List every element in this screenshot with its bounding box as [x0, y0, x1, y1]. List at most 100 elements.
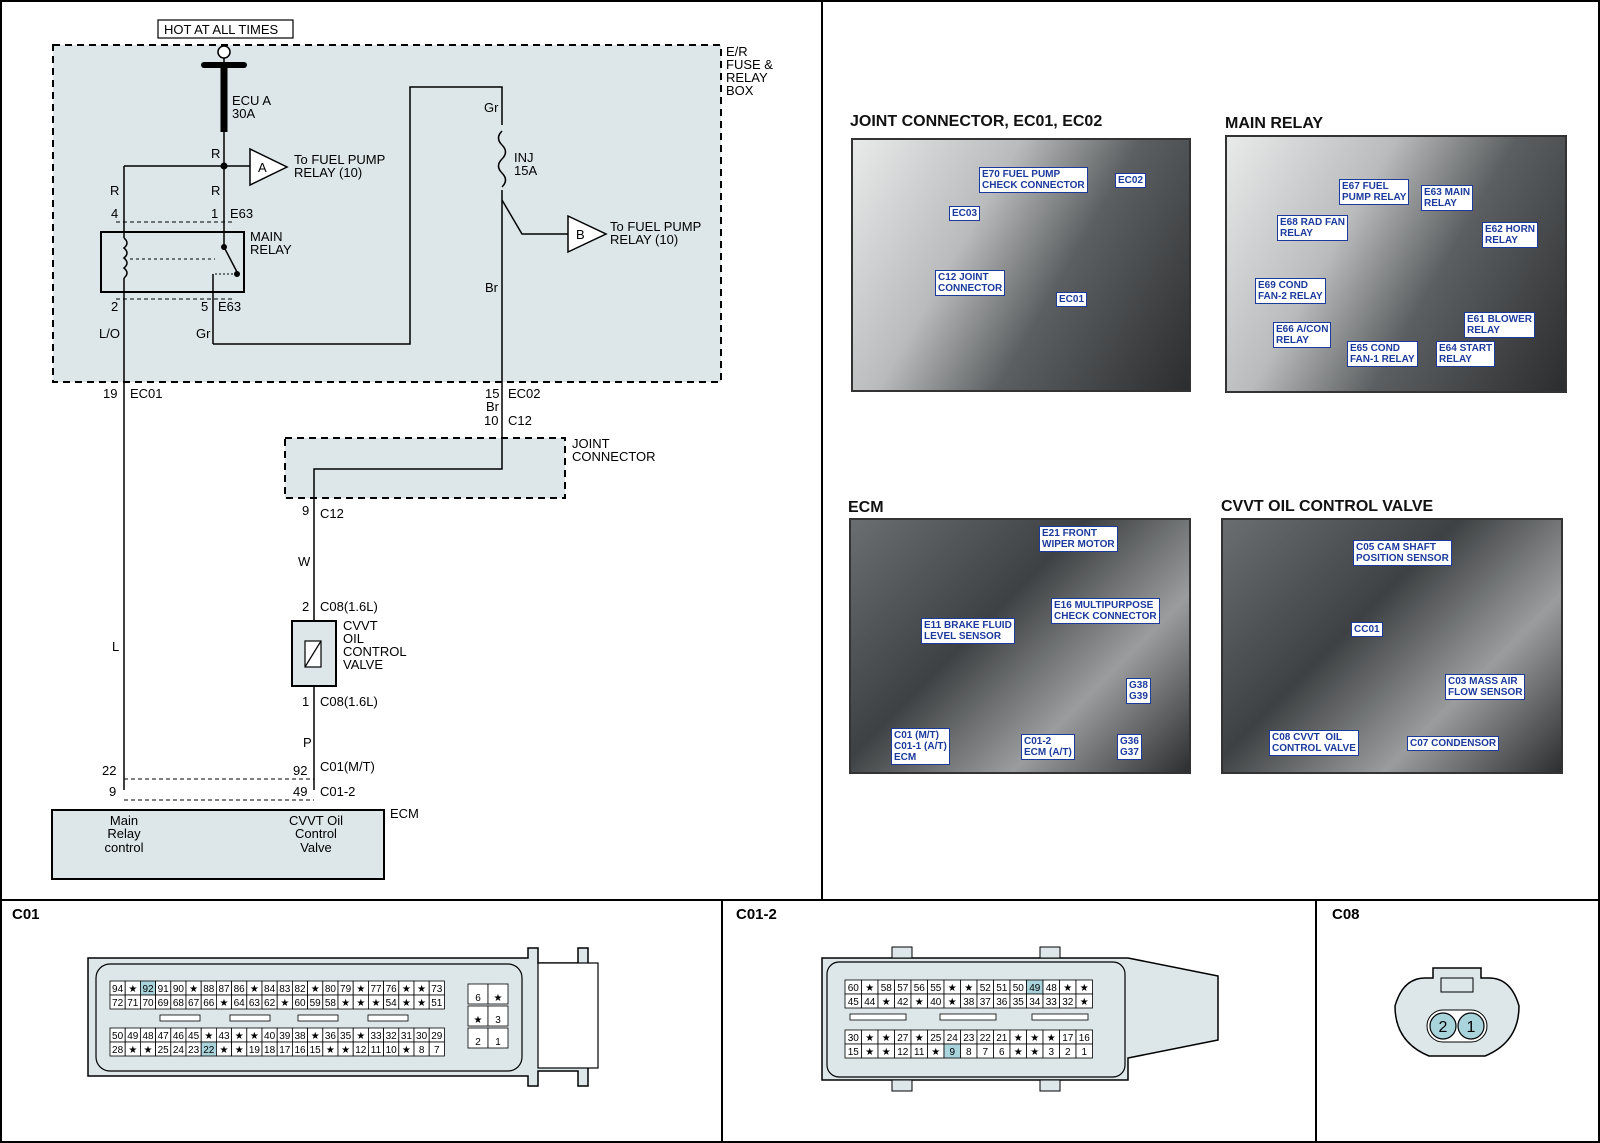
wire-lo: L/O: [99, 326, 120, 341]
c01-side-pin: 3: [495, 1015, 501, 1026]
c01-pin: ★: [356, 998, 365, 1009]
c012-pin: 52: [980, 983, 992, 994]
c01-pin: ★: [144, 1045, 153, 1056]
relay-pin-2: 2: [111, 299, 118, 314]
joint-connector-box: [284, 437, 566, 499]
ecm-conn-c012: C01-2: [320, 784, 355, 799]
c08-pin-1: 1: [1467, 1019, 1476, 1036]
c01-pin: 11: [371, 1045, 382, 1056]
c01-pin: 63: [249, 998, 261, 1009]
c012-pin: ★: [882, 1033, 891, 1044]
c01-pin: 69: [158, 998, 170, 1009]
c01-pin: ★: [402, 984, 411, 995]
c01-pin: 38: [294, 1031, 306, 1042]
c012-pin: 33: [1046, 997, 1058, 1008]
hot-label-box: [157, 19, 294, 39]
ecm-right-1: CVVT Oil: [289, 813, 343, 828]
relay-conn-bot: E63: [218, 299, 241, 314]
c01-pin: 86: [234, 984, 246, 995]
wire-br1: Br: [485, 280, 499, 295]
c01-pin: ★: [204, 1031, 213, 1042]
c01-pin: 64: [234, 998, 246, 1009]
c08-top-name: C08(1.6L): [320, 599, 378, 614]
c01-pin: 80: [325, 984, 337, 995]
c012-pin: ★: [1014, 1047, 1023, 1058]
to-fuel-pump-a-marker: [249, 147, 289, 187]
photo-ecm: E21 FRONT WIPER MOTOR E16 MULTIPURPOSE C…: [849, 518, 1191, 774]
c01-pin: ★: [402, 1045, 411, 1056]
inj-fuse-name: INJ: [514, 150, 534, 165]
c012-pin: ★: [865, 1033, 874, 1044]
fuse-relay-box: [52, 44, 722, 383]
ecm-conn-c01: C01(M/T): [320, 759, 375, 774]
c012-pin: 49: [1029, 983, 1041, 994]
ecm-left-2: Relay: [107, 826, 141, 841]
c012-pin: 40: [930, 997, 942, 1008]
c01-side-pin: ★: [474, 1015, 483, 1026]
c01-pin: 31: [401, 1031, 413, 1042]
c01-pin: ★: [311, 984, 320, 995]
c01-pin: 76: [386, 984, 398, 995]
tag-e21: E21 FRONT WIPER MOTOR: [1039, 526, 1118, 552]
c01-pin: 19: [249, 1045, 261, 1056]
tag-e70: E70 FUEL PUMP CHECK CONNECTOR: [979, 167, 1088, 193]
tag-c12: C12 JOINT CONNECTOR: [935, 270, 1006, 296]
c012-pin: 45: [848, 997, 860, 1008]
photo-ecm-title: ECM: [848, 499, 884, 516]
tag-c05: C05 CAM SHAFT POSITION SENSOR: [1353, 540, 1452, 566]
inj-fuse-rating: 15A: [514, 163, 537, 178]
ecu-fuse-name: ECU A: [232, 93, 271, 108]
c01-pin: ★: [356, 1031, 365, 1042]
c012-key-slot: [1031, 1013, 1089, 1021]
c01-pin: ★: [417, 998, 426, 1009]
c012-pin: ★: [1063, 983, 1072, 994]
c012-pin: ★: [931, 1047, 940, 1058]
c012-pin: 16: [1079, 1033, 1091, 1044]
cvvt-line1: CVVT: [343, 618, 378, 633]
photo-joint: E70 FUEL PUMP CHECK CONNECTOR EC02 EC03 …: [851, 138, 1191, 392]
c12-bot-name: C12: [320, 506, 344, 521]
tag-e63: E63 MAIN RELAY: [1421, 185, 1474, 211]
c01-pin: 43: [218, 1031, 230, 1042]
c012-pin: ★: [882, 997, 891, 1008]
relay-coil: [122, 237, 128, 279]
c01-pin: 83: [279, 984, 291, 995]
c012-pin: 17: [1062, 1033, 1074, 1044]
c01-pin: 58: [325, 998, 337, 1009]
c012-pin: 37: [980, 997, 992, 1008]
joint-line1: JOINT: [572, 436, 610, 451]
c012-pin: ★: [948, 997, 957, 1008]
c012-pin: 21: [996, 1033, 1008, 1044]
c01-pin: 16: [294, 1045, 306, 1056]
c012-title: C01-2: [736, 906, 777, 923]
c01-pin: 22: [203, 1045, 215, 1056]
c01-key-slot: [297, 1014, 339, 1022]
c01-pin: 40: [264, 1031, 276, 1042]
tag-c07: C07 CONDENSOR: [1407, 736, 1500, 751]
tag-ec03: EC03: [949, 206, 981, 221]
c01-pin: ★: [417, 984, 426, 995]
c012-pin: 25: [930, 1033, 942, 1044]
c01-pin: ★: [356, 984, 365, 995]
relay-pin-4: 4: [111, 206, 118, 221]
c012-pin: ★: [1080, 983, 1089, 994]
ecm-left-1: Main: [110, 813, 138, 828]
c01-pin: 62: [264, 998, 276, 1009]
c012-pin-cell: [1075, 1043, 1093, 1059]
c01-pin: ★: [235, 1045, 244, 1056]
c01-pin: ★: [341, 998, 350, 1009]
ecm-left-3: control: [104, 840, 143, 855]
c01-pin: 39: [279, 1031, 291, 1042]
relay-pin-1: 1: [211, 206, 218, 221]
c08-bot-pin: 1: [302, 694, 309, 709]
tag-c012-ecm: C01-2 ECM (A/T): [1021, 734, 1075, 760]
ecu-fuse-rating: 30A: [232, 106, 255, 121]
c012-pin: ★: [1080, 997, 1089, 1008]
ecm-name: ECM: [390, 806, 419, 821]
ecm-pin-9: 9: [109, 784, 116, 799]
c012-pin: 38: [963, 997, 975, 1008]
c01-pin: ★: [235, 1031, 244, 1042]
tag-e66: E66 A/CON RELAY: [1273, 322, 1332, 348]
